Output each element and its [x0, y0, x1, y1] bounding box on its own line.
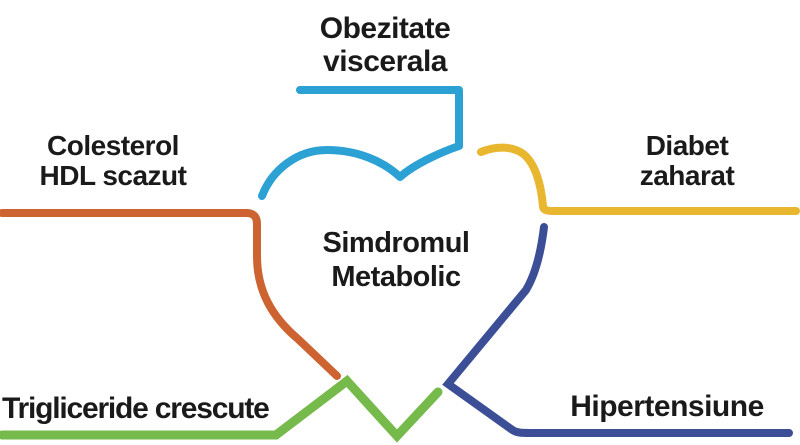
factor-label-diabet: Diabet zaharat [640, 131, 735, 191]
factor-label-trigliceride: Trigliceride crescute [2, 392, 270, 425]
factor-label-obezitate: Obezitate viscerala [320, 12, 451, 78]
hipertensiune-line [442, 223, 793, 437]
trigliceride-line [0, 374, 443, 443]
center-label-line2: Metabolic [331, 261, 461, 293]
obezitate-line [258, 86, 463, 200]
factor-label-obezitate-line1: Obezitate [319, 12, 451, 45]
factor-label-hipertensiune: Hipertensiune [570, 390, 764, 423]
factor-label-colesterol-line1: Colesterol [47, 130, 179, 161]
factor-label-colesterol: Colesterol HDL scazut [40, 131, 187, 191]
center-label: Simdromul Metabolic [323, 226, 470, 294]
factor-label-obezitate-line2: viscerala [323, 45, 447, 78]
center-label-line1: Simdromul [322, 227, 470, 259]
diabet-line [477, 143, 800, 215]
factor-label-diabet-line2: zaharat [639, 160, 735, 191]
colesterol-line [0, 209, 341, 380]
factor-label-colesterol-line2: HDL scazut [39, 160, 187, 191]
factor-label-diabet-line1: Diabet [645, 130, 729, 161]
